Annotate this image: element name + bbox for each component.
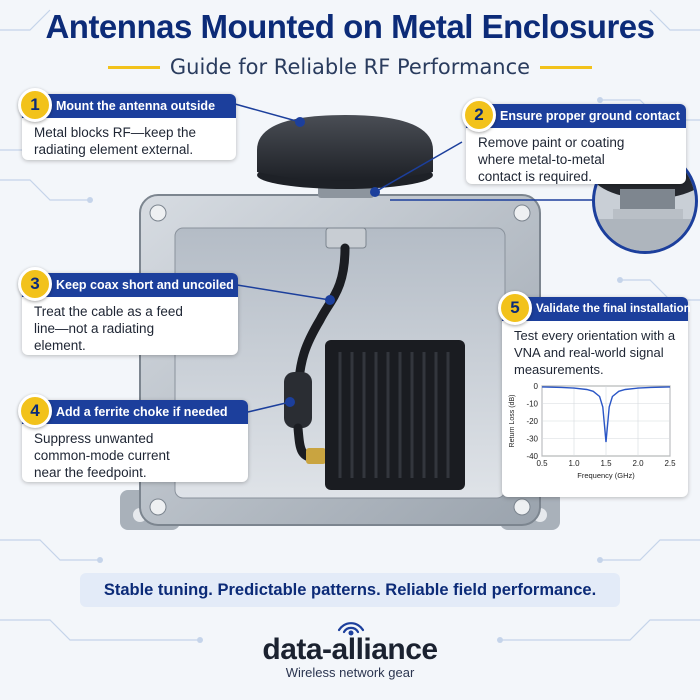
step-1-badge: 1 bbox=[18, 88, 52, 122]
step-5-line-3: measurements. bbox=[514, 362, 604, 377]
chart-x-tick-label: 1.5 bbox=[600, 459, 612, 468]
chart-y-tick-label: -30 bbox=[526, 435, 538, 444]
step-1-heading: Mount the antenna outside bbox=[22, 94, 236, 118]
step-1-line-2: radiating element external. bbox=[34, 142, 194, 157]
step-3-line-3: element. bbox=[34, 338, 86, 353]
step-3-heading: Keep coax short and uncoiled bbox=[22, 273, 238, 297]
chart-x-tick-label: 1.0 bbox=[568, 459, 580, 468]
step-3-text: Treat the cable as a feed line—not a rad… bbox=[22, 297, 238, 362]
step-2-line-3: contact is required. bbox=[478, 169, 593, 184]
wifi-signal-icon bbox=[337, 622, 365, 636]
chart-x-tick-label: 0.5 bbox=[536, 459, 548, 468]
chart-y-tick-label: -40 bbox=[526, 452, 538, 461]
step-4-line-2: common-mode current bbox=[34, 448, 170, 463]
step-2-heading: Ensure proper ground contact bbox=[466, 104, 686, 128]
step-4-badge: 4 bbox=[18, 394, 52, 428]
tagline: Stable tuning. Predictable patterns. Rel… bbox=[80, 573, 620, 607]
step-4-line-1: Suppress unwanted bbox=[34, 431, 154, 446]
step-4-text: Suppress unwanted common-mode current ne… bbox=[22, 424, 248, 489]
step-card-4: Add a ferrite choke if needed Suppress u… bbox=[22, 400, 248, 482]
step-card-3: Keep coax short and uncoiled Treat the c… bbox=[22, 273, 238, 355]
step-card-1: Mount the antenna outside Metal blocks R… bbox=[22, 94, 236, 160]
chart-x-tick-label: 2.0 bbox=[632, 459, 644, 468]
step-2-badge: 2 bbox=[462, 98, 496, 132]
chart-y-tick-label: -10 bbox=[526, 400, 538, 409]
page-title: Antennas Mounted on Metal Enclosures bbox=[45, 8, 655, 45]
step-5-heading: Validate the final installation bbox=[502, 297, 691, 321]
chart-series-line bbox=[541, 386, 671, 443]
step-2-line-1: Remove paint or coating bbox=[478, 135, 625, 150]
chart-x-axis-label: Frequency (GHz) bbox=[577, 471, 635, 480]
step-5-line-2: VNA and real-world signal bbox=[514, 345, 664, 360]
chart-y-axis-label: Return Loss (dB) bbox=[509, 395, 516, 448]
step-1-line-1: Metal blocks RF—keep the bbox=[34, 125, 197, 140]
step-3-line-2: line—not a radiating bbox=[34, 321, 155, 336]
step-2-line-2: where metal-to-metal bbox=[478, 152, 605, 167]
logo-tagline: Wireless network gear bbox=[285, 665, 415, 680]
step-5-text: Test every orientation with a VNA and re… bbox=[502, 321, 688, 386]
step-3-line-1: Treat the cable as a feed bbox=[34, 304, 183, 319]
step-4-heading: Add a ferrite choke if needed bbox=[22, 400, 248, 424]
subtitle-accent-left bbox=[107, 65, 160, 69]
step-5-badge: 5 bbox=[498, 291, 532, 325]
step-1-text: Metal blocks RF—keep the radiating eleme… bbox=[22, 118, 236, 166]
chart-x-tick-label: 2.5 bbox=[664, 459, 676, 468]
chart-y-tick-label: -20 bbox=[526, 417, 538, 426]
step-5-line-1: Test every orientation with a bbox=[514, 328, 676, 343]
page-subtitle: Guide for Reliable RF Performance bbox=[169, 55, 531, 79]
logo-wordmark: data-alliance bbox=[262, 633, 438, 666]
step-4-line-3: near the feedpoint. bbox=[34, 465, 147, 480]
step-card-2: Ensure proper ground contact Remove pain… bbox=[466, 104, 686, 184]
subtitle-row: Guide for Reliable RF Performance bbox=[0, 52, 700, 82]
chart-y-tick-label: 0 bbox=[534, 382, 539, 391]
subtitle-accent-right bbox=[540, 65, 593, 69]
step-2-text: Remove paint or coating where metal-to-m… bbox=[466, 128, 686, 193]
step-3-badge: 3 bbox=[18, 267, 52, 301]
